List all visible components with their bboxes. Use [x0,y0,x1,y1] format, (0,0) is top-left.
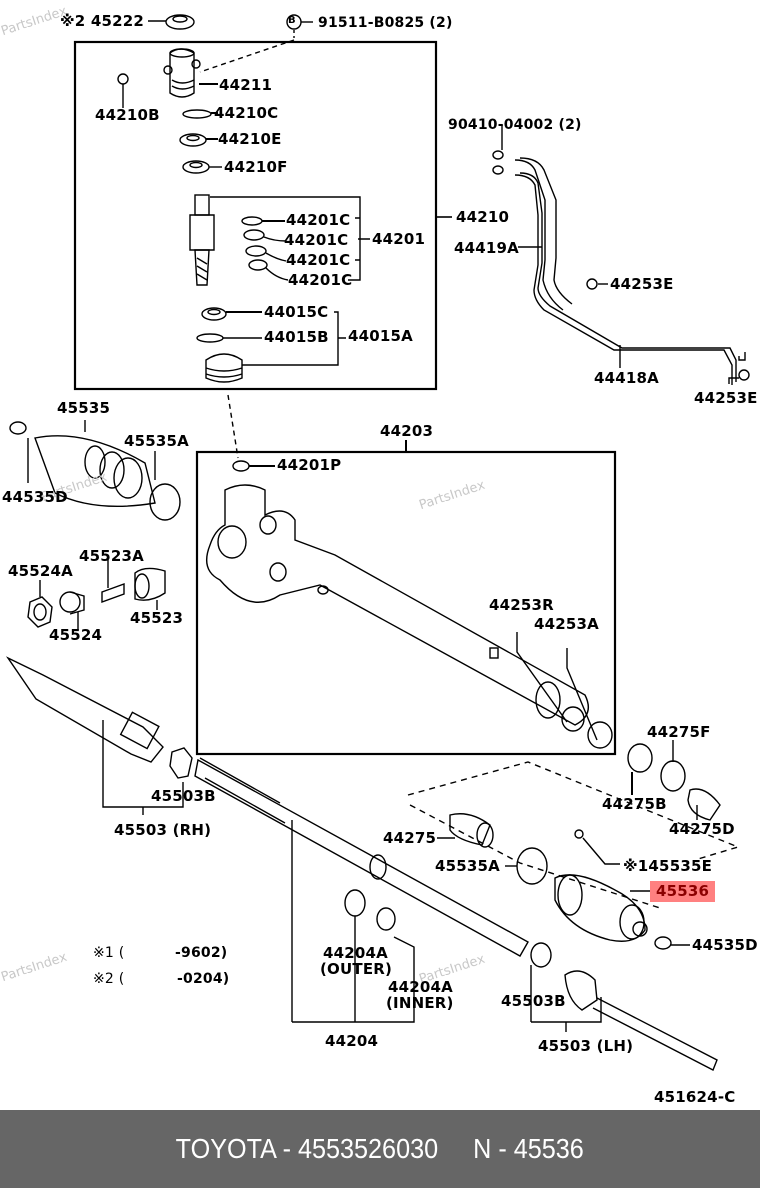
part-label-44253A[interactable]: 44253A [534,615,599,633]
rack-housing-44203 [206,484,589,726]
part-label-45535[interactable]: 45535 [57,399,111,417]
note-2-mark: ※2 ( [93,971,125,987]
bolt-symbol-label: B [288,15,296,26]
part-label-44201C-4[interactable]: 44201C [288,271,353,289]
tie-rod-lh [530,942,718,1071]
part-label-45503B-1[interactable]: 45503B [151,787,216,805]
part-label-44253E-1[interactable]: 44253E [610,275,674,293]
footer-part-info: TOYOTA - 4553526030 N - 45536 [175,1133,585,1164]
part-label-45535A-1[interactable]: 45535A [124,432,189,450]
pressure-lines [492,125,750,385]
part-label-45523A[interactable]: 45523A [79,547,144,565]
part-label-44015B[interactable]: 44015B [264,328,329,346]
part-label-44201C-3[interactable]: 44201C [286,251,351,269]
part-label-45503-lh[interactable]: 45503 (LH) [538,1037,634,1055]
part-label-45503B-2[interactable]: 45503B [501,992,566,1010]
part-label-44204A-outer-sub: (OUTER) [320,960,393,978]
part-label-44204A-inner-sub: (INNER) [386,994,454,1012]
part-label-44275D[interactable]: 44275D [669,820,735,838]
boot-45536 [554,874,650,942]
cap-45222 [165,14,195,30]
part-label-44201C-2[interactable]: 44201C [284,231,349,249]
part-label-44015C[interactable]: 44015C [264,303,329,321]
diagram-drawing [5,14,750,1071]
part-label-44275F[interactable]: 44275F [647,723,711,741]
part-label-90410[interactable]: 90410-04002 (2) [448,117,582,133]
part-label-145535E[interactable]: ※145535E [623,857,713,875]
part-label-44419A[interactable]: 44419A [454,239,519,257]
part-label-44253E-2[interactable]: 44253E [694,389,758,407]
part-label-45524[interactable]: 45524 [49,626,103,644]
part-label-44201P[interactable]: 44201P [277,456,342,474]
footer-bar: TOYOTA - 4553526030 N - 45536 [0,1110,760,1188]
part-label-44204[interactable]: 44204 [325,1032,379,1050]
part-label-44210E[interactable]: 44210E [218,130,282,148]
rack-bar [194,757,529,1023]
part-label-44203[interactable]: 44203 [380,422,434,440]
part-label-44210[interactable]: 44210 [456,208,510,226]
part-label-44275[interactable]: 44275 [383,829,437,847]
part-label-44418A[interactable]: 44418A [594,369,659,387]
part-label-45222[interactable]: ※2 45222 [60,12,145,30]
part-label-44275B[interactable]: 44275B [602,795,667,813]
part-label-44204A-outer[interactable]: 44204A [323,944,388,962]
bushing-44275 [449,813,491,846]
part-label-44210C[interactable]: 44210C [214,104,279,122]
part-label-44204A-inner[interactable]: 44204A [388,978,453,996]
note-1-mark: ※1 ( [93,945,125,961]
nut-45524A [27,596,53,628]
part-label-44201C-1[interactable]: 44201C [286,211,351,229]
part-label-44210F[interactable]: 44210F [224,158,288,176]
note-1-range: -9602) [175,945,228,961]
plug-44210B [117,73,129,85]
part-label-44535D-1[interactable]: 44535D [2,488,68,506]
part-label-44015A[interactable]: 44015A [348,327,413,345]
parts-diagram: PartsIndex PartsIndex PartsIndex PartsIn… [0,4,758,1106]
part-label-45536-highlighted[interactable]: 45536 [650,881,716,902]
part-label-44211[interactable]: 44211 [219,76,273,94]
tie-rod-rh [5,656,193,815]
boot-45535 [9,420,156,508]
part-label-44201[interactable]: 44201 [372,230,426,248]
part-label-45524A[interactable]: 45524A [8,562,73,580]
part-label-45535A-2[interactable]: 45535A [435,857,500,875]
part-label-91511[interactable]: 91511-B0825 (2) [318,15,453,31]
part-label-45523[interactable]: 45523 [130,609,184,627]
part-label-45503-rh[interactable]: 45503 (RH) [114,821,212,839]
valve-body-44211 [163,48,218,98]
valve-assembly-box [73,40,438,391]
figure-code: 451624-C [654,1088,736,1106]
note-2-range: -0204) [177,971,230,987]
part-label-44210B[interactable]: 44210B [95,106,160,124]
part-label-44253R[interactable]: 44253R [489,596,554,614]
part-label-44535D-2[interactable]: 44535D [692,936,758,954]
